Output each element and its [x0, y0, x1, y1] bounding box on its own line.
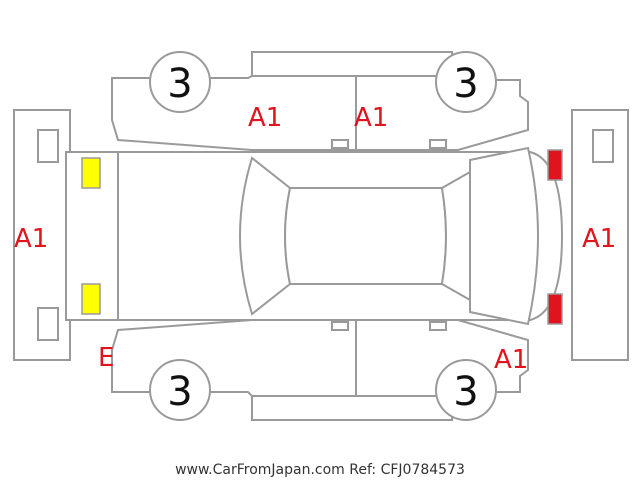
right-front-corner-code: E — [98, 343, 114, 373]
rear-left-wheel-grade: 3 — [453, 61, 478, 107]
front-right-wheel-grade: 3 — [167, 369, 192, 415]
right-rocker-panel — [251, 395, 453, 421]
windshield — [239, 156, 292, 316]
roof — [284, 187, 447, 285]
left-rear-door-code: A1 — [354, 103, 388, 133]
rear-bumper-notch-top — [592, 129, 614, 163]
left-front-door-code: A1 — [248, 103, 282, 133]
left-side-profile — [111, 75, 529, 151]
left-taillight — [547, 149, 563, 181]
right-side-profile — [111, 319, 529, 397]
front-bumper-notch-bottom — [37, 307, 59, 341]
right-front-door-handle — [331, 321, 349, 331]
rear-window — [440, 170, 471, 302]
front-left-wheel — [149, 51, 211, 113]
rear-right-wheel — [435, 359, 497, 421]
tailgate — [469, 146, 539, 326]
front-right-wheel — [149, 359, 211, 421]
rear-right-wheel-grade: 3 — [453, 369, 478, 415]
front-bumper-notch-top — [37, 129, 59, 163]
left-front-door-handle — [331, 139, 349, 149]
front-bumper-code: A1 — [14, 224, 48, 254]
front-left-wheel-grade: 3 — [167, 61, 192, 107]
right-rear-corner-code: A1 — [494, 345, 528, 375]
rear-left-wheel — [435, 51, 497, 113]
right-rear-door-handle — [429, 321, 447, 331]
left-headlight — [81, 157, 101, 189]
right-taillight — [547, 293, 563, 325]
footer-reference: www.CarFromJapan.com Ref: CFJ0784573 — [175, 462, 465, 478]
left-rocker-panel — [251, 51, 453, 77]
right-headlight — [81, 283, 101, 315]
left-rear-door-handle — [429, 139, 447, 149]
rear-bumper-code: A1 — [582, 224, 616, 254]
